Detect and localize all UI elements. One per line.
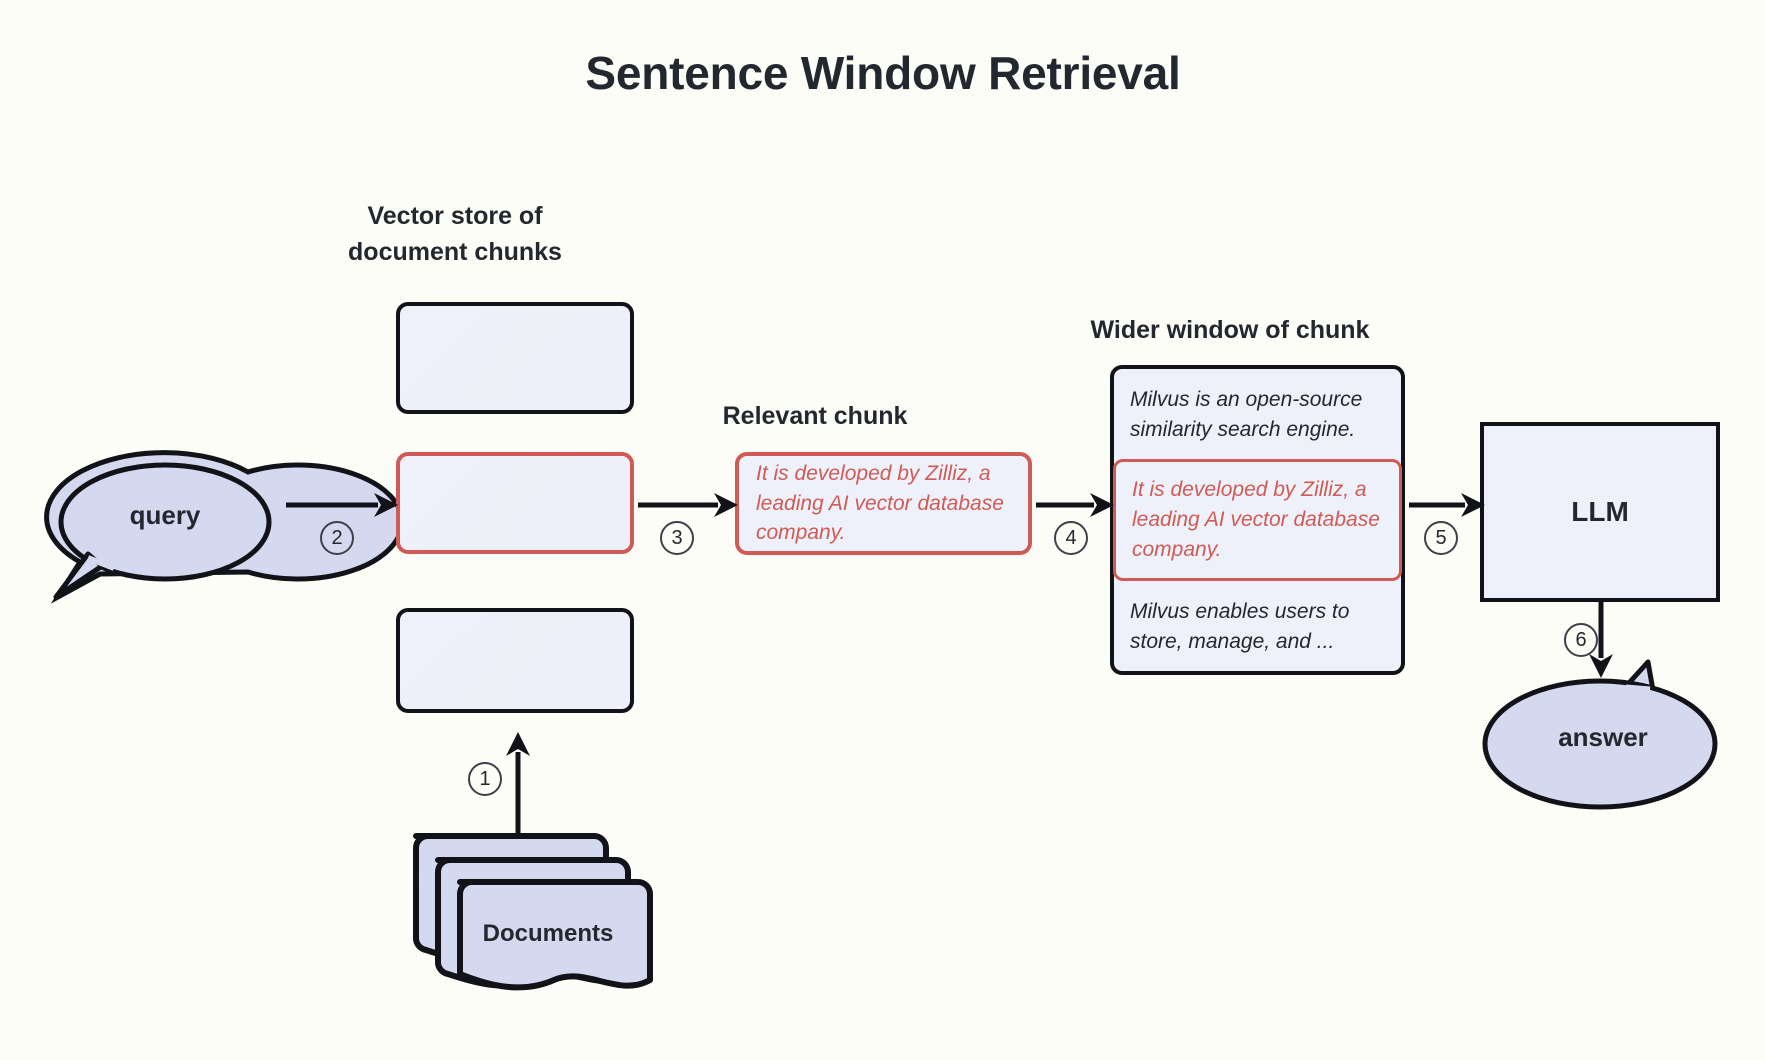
answer-bubble-label: answer xyxy=(1558,722,1648,752)
answer-bubble[interactable]: answer xyxy=(1478,659,1728,820)
llm-label: LLM xyxy=(1571,496,1629,527)
arrow-relevant-chunk-to-wider-window xyxy=(1036,493,1114,517)
step-badge-6: 6 xyxy=(1564,623,1598,657)
label-vector-store: Vector store of document chunks xyxy=(300,198,610,271)
label-vector-store-line1: Vector store of xyxy=(367,202,543,230)
step-badge-4: 4 xyxy=(1054,521,1088,555)
arrow-documents-to-vector-store xyxy=(506,732,530,834)
documents-label: Documents xyxy=(482,920,614,947)
query-bubble[interactable]: query xyxy=(40,442,405,604)
arrow-vector-store-to-relevant-chunk xyxy=(638,493,738,517)
wider-window-segment-after: Milvus enables users to store, manage, a… xyxy=(1130,600,1350,654)
vector-store-chunk-1[interactable] xyxy=(396,302,634,414)
arrow-query-to-vector-store xyxy=(286,493,398,517)
label-relevant-chunk: Relevant chunk xyxy=(722,402,908,430)
step-badge-3: 3 xyxy=(660,521,694,555)
label-vector-store-line2: document chunks xyxy=(348,238,562,267)
relevant-chunk-card[interactable]: It is developed by Zilliz, a leading AI … xyxy=(735,452,1032,555)
vector-store-chunk-2-highlighted[interactable] xyxy=(396,452,634,554)
wider-window-segment-before: Milvus is an open-source similarity sear… xyxy=(1130,388,1363,441)
documents-stack[interactable]: Documents xyxy=(408,822,668,1002)
page-title: Sentence Window Retrieval xyxy=(585,47,1181,99)
vector-store-chunk-3[interactable] xyxy=(396,608,634,713)
documents-stack-shape xyxy=(413,833,653,991)
wider-window-segment-relevant: It is developed by Zilliz, a leading AI … xyxy=(1113,459,1402,581)
step-badge-1: 1 xyxy=(468,762,502,796)
step-badge-2: 2 xyxy=(320,521,354,555)
label-wider-window: Wider window of chunk xyxy=(1090,316,1370,344)
query-bubble-shape xyxy=(44,450,405,604)
llm-box[interactable]: LLM xyxy=(1480,422,1720,602)
arrow-llm-to-answer xyxy=(1589,600,1613,678)
step-badge-5: 5 xyxy=(1424,521,1458,555)
relevant-chunk-text: It is developed by Zilliz, a leading AI … xyxy=(756,461,1004,545)
wider-window-card[interactable]: Milvus is an open-source similarity sear… xyxy=(1110,365,1405,675)
query-bubble-label: query xyxy=(129,500,201,530)
answer-bubble-shape xyxy=(1482,659,1718,810)
arrow-wider-window-to-llm xyxy=(1409,493,1485,517)
